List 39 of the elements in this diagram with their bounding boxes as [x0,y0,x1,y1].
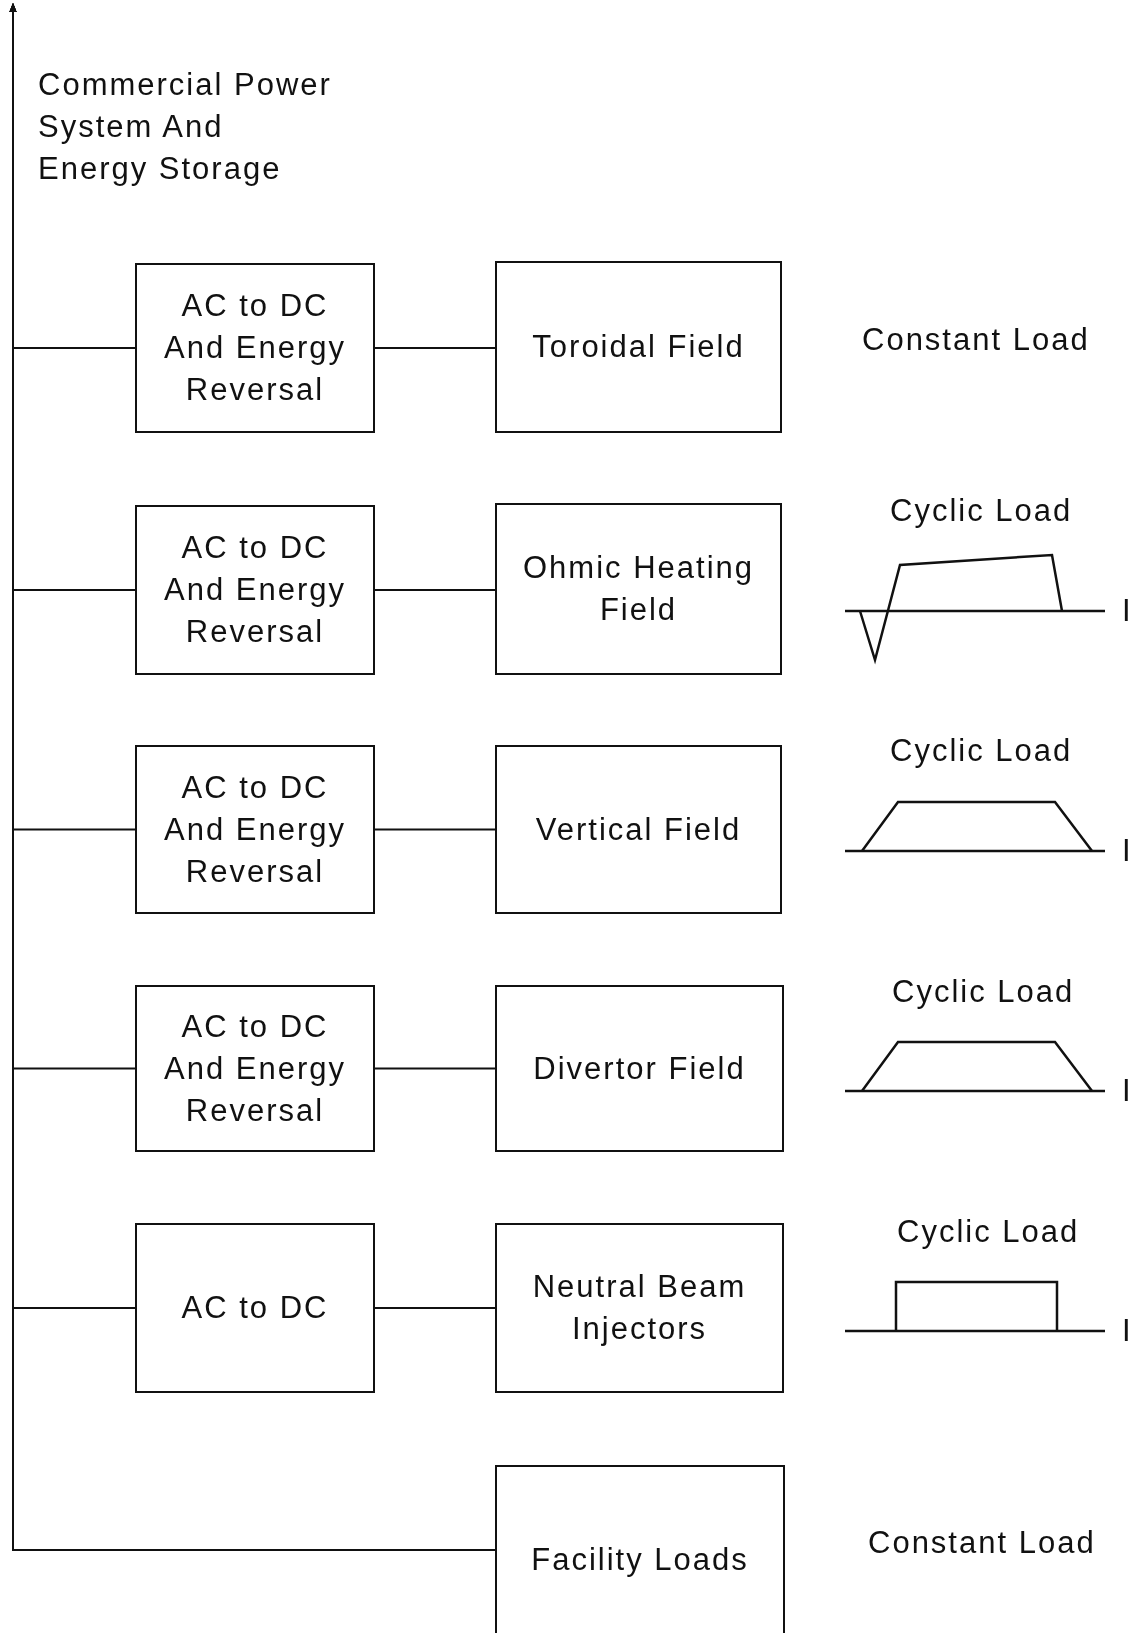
connector-line [374,1067,496,1070]
block-label: Facility Loads [531,1541,749,1579]
block-box [495,1223,784,1393]
block-box [135,505,375,675]
block-label: AC to DC And Energy Reversal [163,768,347,891]
current-symbol: I [1122,593,1133,629]
block-label: Vertical Field [535,810,742,849]
bus-label: Commercial Power System And Energy Storage [38,66,333,188]
load-note: Constant Load [862,322,1090,358]
block-label: Neutral Beam Injectors [531,1268,748,1348]
block-box [135,985,375,1152]
current-symbol: I [1122,1313,1133,1349]
load-note: Cyclic Load [897,1214,1080,1250]
block-label: Divertor Field [533,1049,746,1088]
current-symbol: I [1122,833,1133,869]
block-label: Toroidal Field [532,328,745,366]
block-label: AC to DC And Energy Reversal [163,1007,347,1130]
current-symbol: I [1122,1073,1133,1109]
connector-line [374,347,496,349]
load-note: Constant Load [868,1525,1096,1561]
load-note: Cyclic Load [890,733,1073,769]
block-box [495,503,782,675]
block-label: AC to DC [181,1289,329,1327]
block-label: Ohmic Heating Field [522,549,755,629]
block-label: AC to DC And Energy Reversal [163,529,347,651]
connector-line [374,589,496,591]
load-note: Cyclic Load [890,493,1073,529]
connector-line [374,828,496,831]
block-box [495,985,784,1152]
connector-line [374,1307,496,1309]
block-box [135,745,375,914]
block-box [135,263,375,433]
arrow [9,3,136,349]
block-box [495,261,782,433]
block-box [495,745,782,914]
block-box [135,1223,375,1393]
load-note: Cyclic Load [892,974,1075,1010]
block-box [495,1465,785,1633]
block-label: AC to DC And Energy Reversal [163,287,347,409]
